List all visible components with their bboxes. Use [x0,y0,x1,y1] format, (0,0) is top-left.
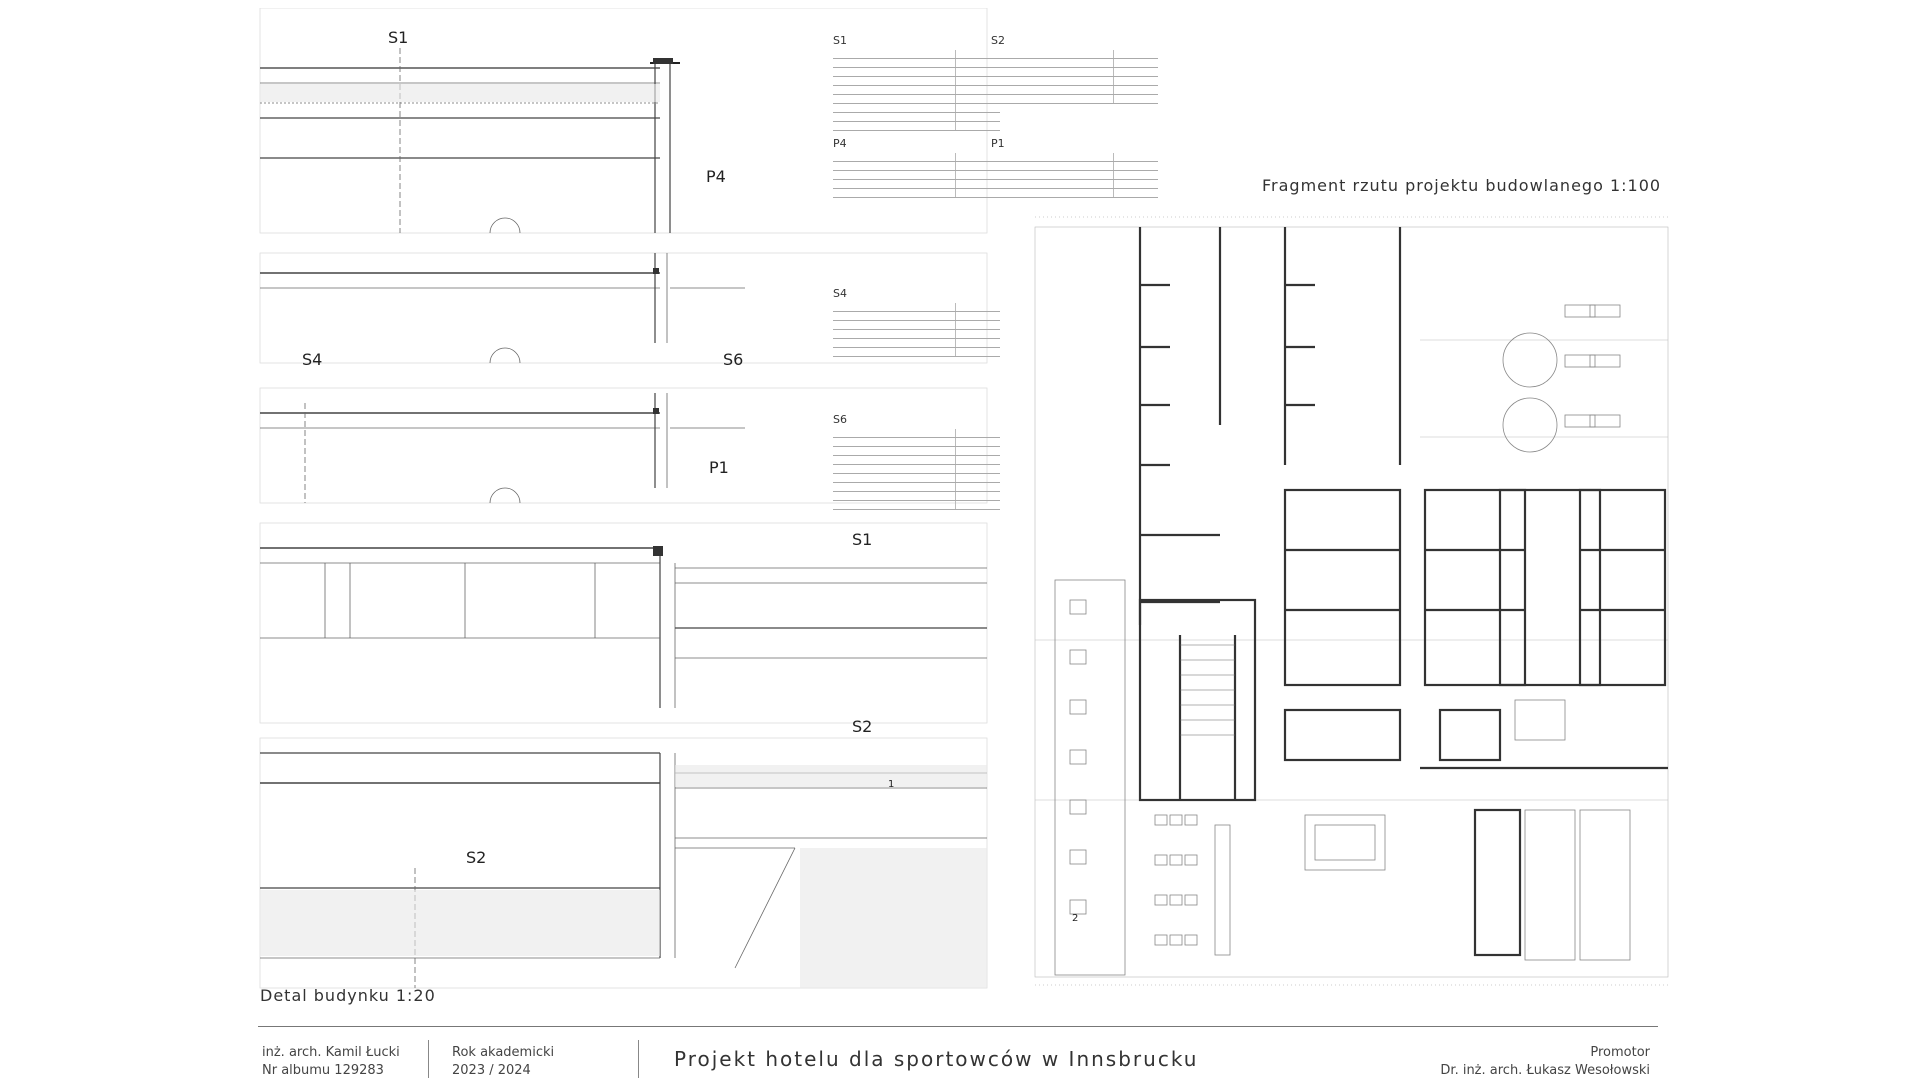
spec-table-row [833,94,1000,104]
spec-table-row [991,58,1158,68]
year-block: Rok akademicki 2023 / 2024 [452,1044,554,1080]
spec-table-row [833,188,1000,198]
spec-table-s6: S6 [833,413,1000,510]
section-label-s1: S1 [388,28,409,47]
title-block-divider [258,1026,1658,1027]
spec-table-row [833,473,1000,483]
album-number: Nr albumu 129283 [262,1063,384,1078]
title-block-separator [428,1040,429,1078]
spec-table-p4: P4 [833,137,1000,198]
spec-table-row [991,161,1158,171]
spec-table-title: S4 [833,287,847,300]
spec-table-row [833,429,1000,438]
section-label-s6: S6 [723,350,744,369]
spec-table-title: P4 [833,137,847,150]
promoter-name: Dr. inż. arch. Łukasz Wesołowski [1440,1063,1650,1078]
detail-title: Detal budynku 1:20 [260,986,436,1005]
spec-table-row [833,161,1000,171]
spec-table-row [991,188,1158,198]
project-title: Projekt hotelu dla sportowców w Innsbruc… [674,1047,1199,1071]
promoter-block: Promotor Dr. inż. arch. Łukasz Wesołowsk… [1440,1044,1650,1080]
spec-table-row [833,103,1000,113]
spec-table-s2: S2 [991,34,1158,104]
spec-table-row [991,67,1158,77]
spec-table-s4: S4 [833,287,1000,357]
spec-table-row [833,455,1000,465]
spec-table-row [833,347,1000,357]
spec-table-s1: S1 [833,34,1000,131]
spec-table-row [833,153,1000,162]
section-label-s2-mid: S2 [852,717,873,736]
zone-label-2: 2 [1072,913,1079,924]
spec-table-row [833,179,1000,189]
spec-table-title: S1 [833,34,847,47]
spec-table-row [833,50,1000,59]
spec-table-row [833,338,1000,348]
spec-table-row [833,311,1000,321]
spec-table-row [833,329,1000,339]
section-label-s2-low: S2 [466,848,487,867]
spec-table-row [833,112,1000,122]
spec-table-row [991,76,1158,86]
spec-table-p1: P1 [991,137,1158,198]
spec-table-row [833,58,1000,68]
section-label-s1-mid: S1 [852,530,873,549]
spec-table-row [991,153,1158,162]
spec-table-row [991,85,1158,95]
spec-table-row [833,303,1000,312]
spec-table-row [991,170,1158,180]
spec-table-row [833,446,1000,456]
spec-table-title: P1 [991,137,1005,150]
spec-table-row [833,482,1000,492]
spec-table-row [833,76,1000,86]
zone-label-1: 1 [888,779,895,790]
plan-title: Fragment rzutu projektu budowlanego 1:10… [1262,176,1662,195]
academic-year-label: Rok akademicki [452,1045,555,1060]
spec-table-row [833,491,1000,501]
promoter-label: Promotor [1590,1045,1650,1060]
spec-table-row [833,320,1000,330]
spec-table-row [833,170,1000,180]
section-label-p4: P4 [706,167,726,186]
title-block-separator [638,1040,639,1078]
spec-table-row [991,179,1158,189]
spec-table-row [991,50,1158,59]
section-label-p1: P1 [709,458,729,477]
spec-table-row [833,121,1000,131]
spec-table-row [833,464,1000,474]
spec-table-row [833,67,1000,77]
spec-table-row [833,85,1000,95]
spec-table-row [991,94,1158,104]
academic-year-value: 2023 / 2024 [452,1063,531,1078]
spec-table-row [833,500,1000,510]
author-name: inż. arch. Kamil Łucki [262,1045,400,1060]
section-label-s4: S4 [302,350,323,369]
spec-table-title: S6 [833,413,847,426]
author-block: inż. arch. Kamil Łucki Nr albumu 129283 [262,1044,400,1080]
floor-plan-drawing [1034,216,1669,986]
spec-table-title: S2 [991,34,1005,47]
spec-table-row [833,437,1000,447]
